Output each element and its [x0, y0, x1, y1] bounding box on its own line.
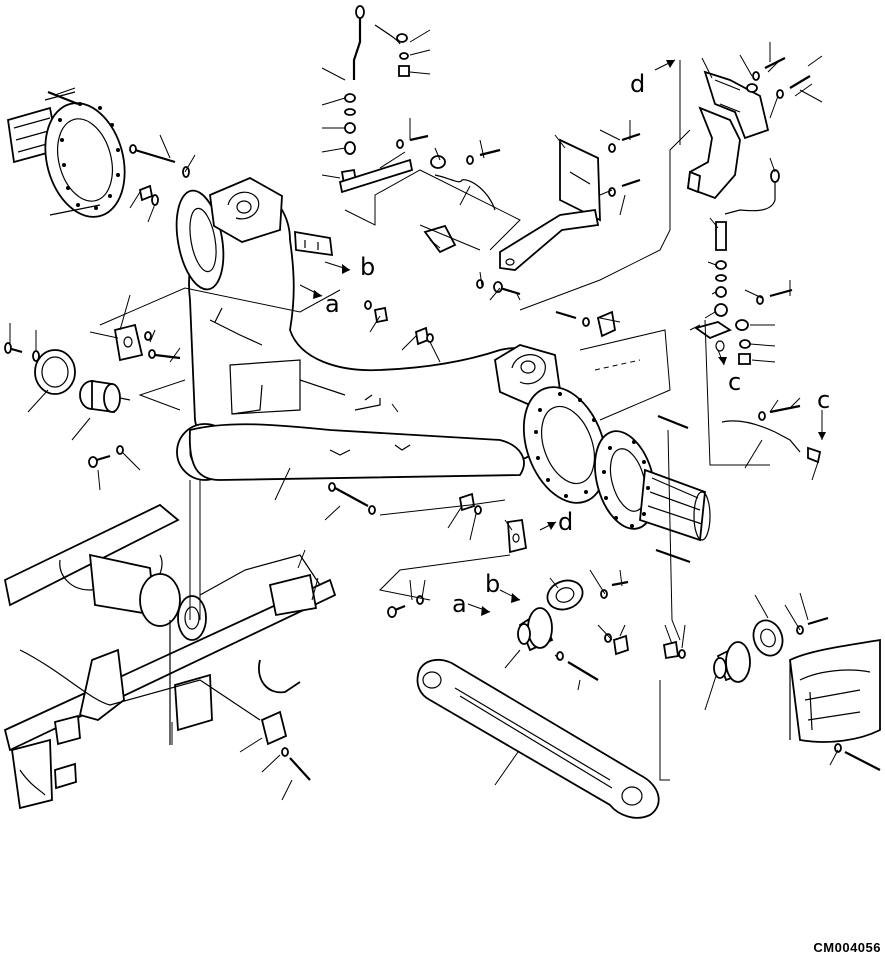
- callout-label-b-lower: b: [485, 570, 500, 598]
- right-axle-flange: [522, 386, 608, 504]
- hose-bracket-plate: [294, 155, 496, 257]
- link-arm-bushing-right: [713, 619, 784, 683]
- leader-lines: [99, 55, 823, 781]
- pivot-bearing: [79, 379, 131, 414]
- brake-pipe-bracket: [499, 138, 601, 271]
- brake-hose-fittings: [340, 5, 410, 186]
- callout-label-c-right: c: [817, 386, 830, 414]
- callout-label-d-lower: d: [558, 508, 573, 536]
- link-arm-bushing-left: [517, 579, 584, 652]
- right-axle-shaft: [594, 414, 711, 564]
- pivot-seal-ring: [34, 349, 76, 395]
- chassis-frame-right: [789, 638, 881, 743]
- link-arm: [416, 658, 660, 819]
- callout-label-a-upper: a: [325, 290, 340, 318]
- axle-housing: [175, 176, 561, 481]
- chassis-frame-left: [3, 503, 337, 810]
- callout-label-d-upper: d: [630, 70, 645, 98]
- left-axle-shaft: [6, 90, 126, 218]
- part-leader-ticks: [9, 29, 839, 801]
- drawing-code: CM004056: [813, 940, 881, 955]
- callout-label-c-middle: c: [728, 368, 741, 396]
- right-mounting-bracket: [687, 70, 780, 215]
- callout-arrows: [299, 59, 826, 616]
- pivot-bracket-left: [113, 323, 144, 362]
- callout-label-a-lower: a: [452, 590, 467, 618]
- bolts-and-fasteners: [4, 57, 881, 781]
- callout-label-b-upper: b: [360, 253, 375, 281]
